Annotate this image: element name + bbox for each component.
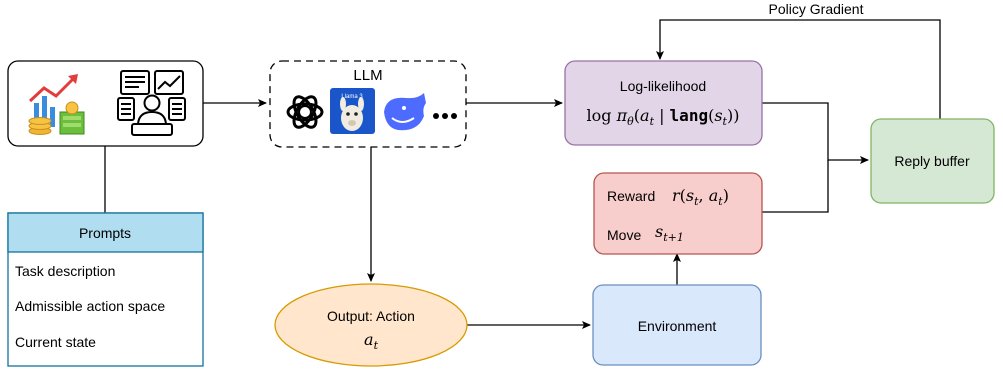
prompts-item: Admissible action space [15, 298, 165, 314]
policy-gradient-label: Policy Gradient [769, 1, 864, 17]
llm-node: LLM Llama 3 [269, 60, 467, 148]
environment-label: Environment [638, 318, 717, 334]
output-action-node: Output: Action at [274, 283, 468, 367]
edge-policy-gradient [656, 19, 941, 119]
prompts-node: Prompts Task description Admissible acti… [7, 212, 204, 367]
edges [104, 19, 941, 329]
output-action-label: Output: Action [327, 308, 415, 324]
svg-text:Llama 3: Llama 3 [341, 94, 363, 100]
reward-formula: r(st, at) [672, 186, 729, 208]
edge-reward-to-buffer [762, 160, 829, 213]
ellipsis-icon [433, 113, 457, 119]
input-node [7, 60, 204, 147]
move-label: Move [607, 227, 641, 243]
reply-buffer-node: Reply buffer [870, 118, 995, 204]
openai-logo-icon [286, 95, 324, 129]
trend-chart-icon [28, 74, 85, 135]
environment-node: Environment [592, 284, 762, 366]
edge-loglik-to-buffer [762, 102, 869, 164]
loglikelihood-node: Log-likelihood log πθ(at | lang(st)) [564, 60, 763, 146]
reward-label: Reward [607, 188, 655, 204]
reward-node: Reward r(st, at) Move st+1 [593, 172, 763, 255]
loglikelihood-label: Log-likelihood [620, 78, 706, 94]
prompts-item: Current state [15, 334, 96, 350]
reply-buffer-label: Reply buffer [894, 153, 970, 169]
output-action-formula: at [364, 330, 379, 352]
loglikelihood-formula: log πθ(at | lang(st)) [587, 106, 740, 128]
llama-logo-icon: Llama 3 [330, 88, 375, 134]
move-formula: st+1 [655, 222, 684, 244]
prompts-header: Prompts [79, 225, 131, 241]
trader-monitors-icon [117, 70, 186, 136]
prompts-item: Task description [15, 263, 115, 279]
llm-label: LLM [353, 67, 382, 84]
deepseek-whale-icon [384, 93, 426, 131]
